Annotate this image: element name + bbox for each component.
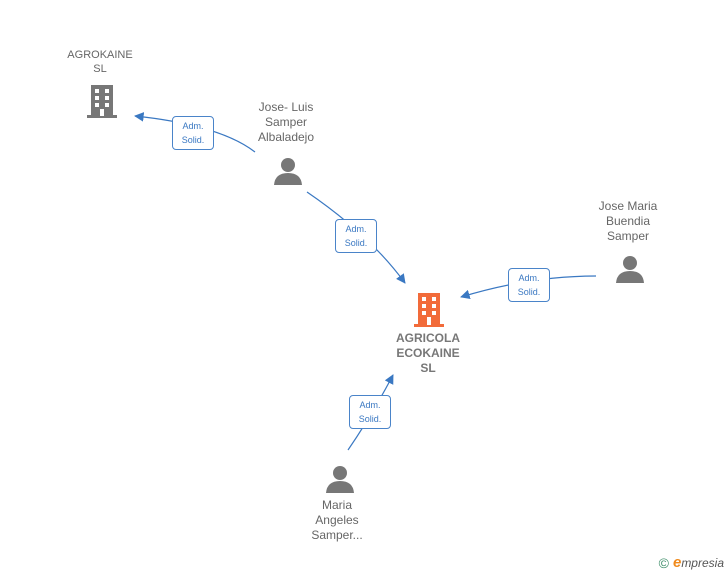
role-badge[interactable]: Adm. Solid. bbox=[349, 395, 391, 429]
copyright-icon: © bbox=[658, 554, 669, 571]
main-building-icon[interactable] bbox=[413, 292, 445, 327]
person-label-maria-angeles[interactable]: Maria Angeles Samper... bbox=[311, 498, 363, 542]
building-icon[interactable] bbox=[86, 84, 118, 118]
person-label-jose-luis[interactable]: Jose- Luis Samper Albaladejo bbox=[257, 100, 315, 144]
person-icon[interactable] bbox=[615, 254, 645, 284]
brand-footer[interactable]: © empresia bbox=[659, 554, 724, 571]
person-icon[interactable] bbox=[273, 156, 303, 186]
role-badge[interactable]: Adm. Solid. bbox=[335, 219, 377, 253]
company-label-agrokaine[interactable]: AGROKAINE SL bbox=[67, 49, 133, 75]
person-icon[interactable] bbox=[325, 464, 355, 494]
role-badge[interactable]: Adm. Solid. bbox=[508, 268, 550, 302]
company-label-agricola[interactable]: AGRICOLA ECOKAINE SL bbox=[396, 331, 460, 375]
role-badge[interactable]: Adm. Solid. bbox=[172, 116, 214, 150]
person-label-jose-maria[interactable]: Jose Maria Buendia Samper bbox=[598, 199, 658, 243]
brand-logo: empresia bbox=[672, 554, 724, 571]
